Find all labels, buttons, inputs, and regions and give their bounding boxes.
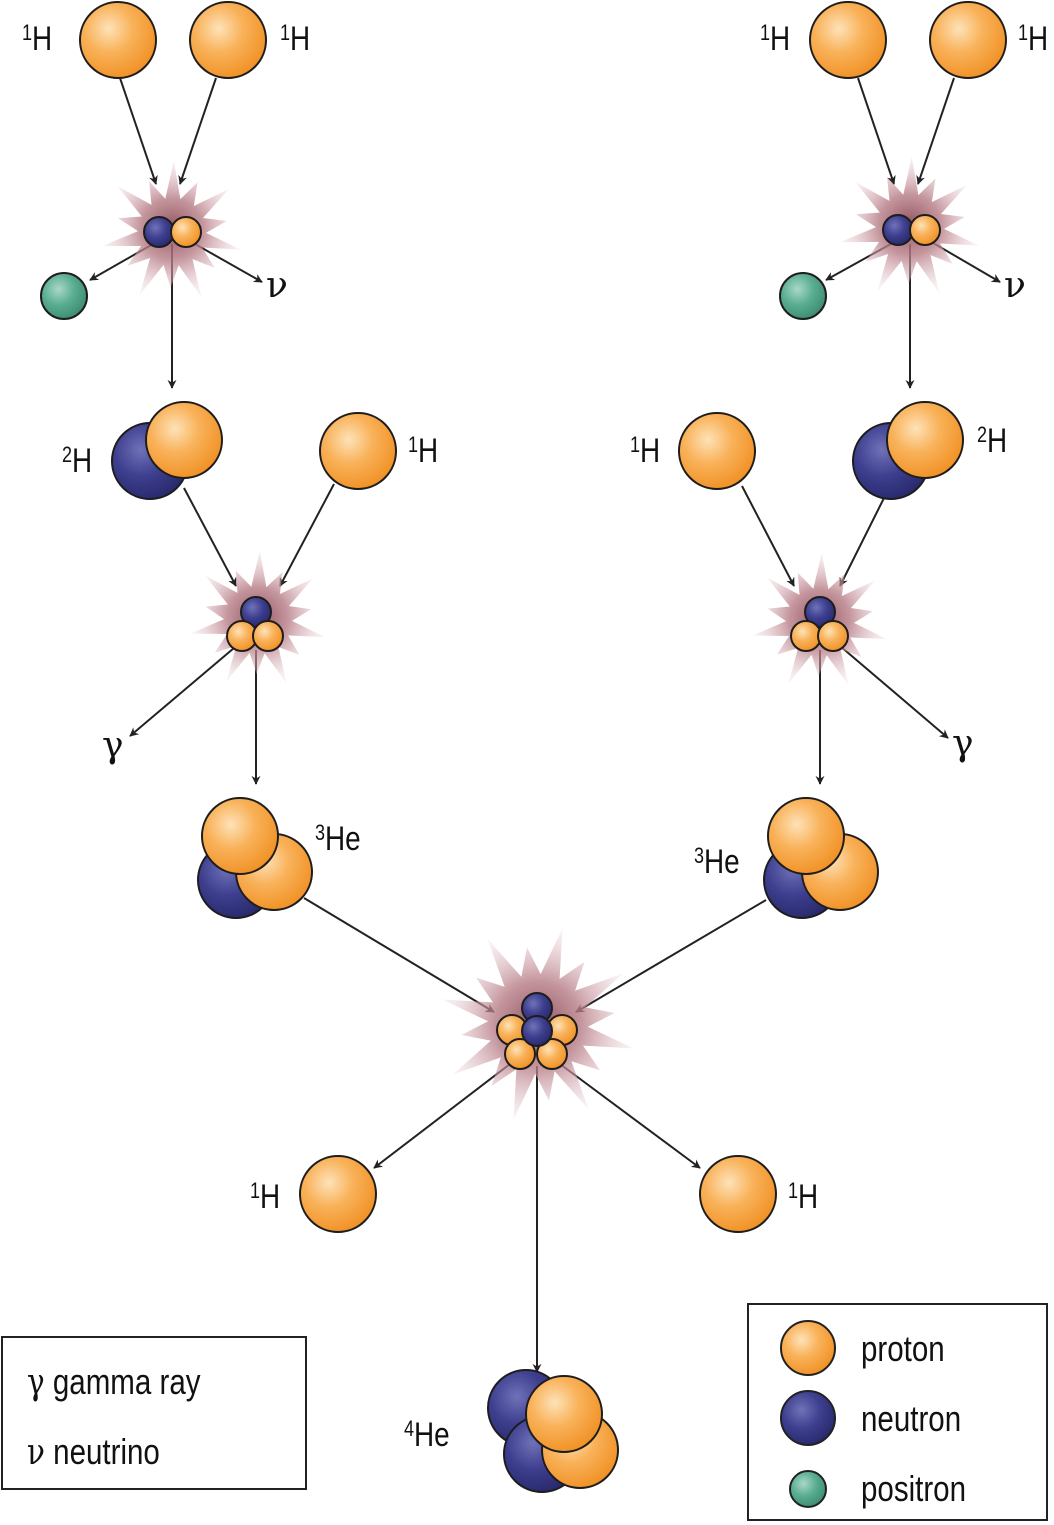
reaction3-proton-bottom-right xyxy=(536,1038,568,1070)
neutrino-symbol-left: ν xyxy=(266,265,288,306)
proton-h1-top-left-b xyxy=(189,1,267,79)
reaction2-right-proton-b xyxy=(817,620,849,652)
proton-h1-top-right-a xyxy=(809,1,887,79)
label-h1-top-right-b: 1H xyxy=(1018,20,1049,58)
h1-mid-left-proton xyxy=(319,412,397,490)
legend-label-positron: positron xyxy=(861,1468,967,1509)
arrow-gamma-left xyxy=(129,647,235,737)
gamma-symbol-left: γ xyxy=(102,725,124,766)
reaction3-neutron-center xyxy=(521,1015,553,1047)
neutrino-symbol-right: ν xyxy=(1004,265,1026,306)
arrow-gamma-right xyxy=(839,645,949,739)
legend-neutron-swatch xyxy=(780,1390,836,1446)
reaction3-proton-bottom-left xyxy=(504,1038,536,1070)
arrow-he3-left-to-reaction3 xyxy=(303,897,495,1013)
arrow-h1-b-to-reaction1-left xyxy=(178,77,217,185)
label-h2-left: 2H xyxy=(62,442,93,480)
arrow-h1-mid-right-to-reaction2 xyxy=(741,485,795,587)
he4-proton-a xyxy=(525,1375,603,1453)
arrow-h2-right-to-reaction2 xyxy=(839,493,887,587)
proton-h1-out-right xyxy=(699,1155,777,1233)
arrow-to-h1-out-left xyxy=(373,1063,511,1169)
proton-h1-top-right-b xyxy=(929,1,1007,79)
h2-left-proton xyxy=(145,401,223,479)
arrow-he3-right-to-reaction3 xyxy=(575,899,767,1013)
arrow-h1-a-to-reaction1-left xyxy=(119,77,158,185)
label-h1-top-left-a: 1H xyxy=(22,20,53,58)
positron-right xyxy=(779,272,827,320)
he3-left-proton-a xyxy=(201,797,279,875)
label-h1-top-left-b: 1H xyxy=(280,20,311,58)
legend-label-proton: proton xyxy=(861,1328,945,1369)
label-h1-mid-left: 1H xyxy=(408,432,439,470)
reaction2-right-proton-a xyxy=(790,620,822,652)
positron-left xyxy=(40,272,88,320)
label-he4: 4He xyxy=(404,1416,450,1454)
label-h1-mid-right: 1H xyxy=(630,432,661,470)
legend-particles: proton neutron positron xyxy=(747,1303,1048,1521)
legend-proton-swatch xyxy=(780,1320,836,1376)
reaction1-left-neutron xyxy=(143,216,175,248)
label-h2-right: 2H xyxy=(977,422,1008,460)
arrow-to-h1-out-right xyxy=(559,1063,701,1169)
label-h1-top-right-a: 1H xyxy=(760,20,791,58)
label-h1-out-right: 1H xyxy=(788,1178,819,1216)
h2-right-proton xyxy=(886,401,964,479)
reaction1-right-neutron xyxy=(882,214,914,246)
arrow-h2-left-to-reaction2 xyxy=(183,487,237,587)
reaction1-left-proton xyxy=(170,216,202,248)
legend-label-neutron: neutron xyxy=(861,1398,962,1439)
label-he3-right: 3He xyxy=(694,843,740,881)
h1-mid-right-proton xyxy=(678,412,756,490)
legend-item-gamma: γ gamma ray xyxy=(27,1361,201,1403)
gamma-symbol-right: γ xyxy=(952,723,974,764)
label-he3-left: 3He xyxy=(315,820,361,858)
legend-particle-swatches xyxy=(780,1320,836,1508)
arrow-h1-b-to-reaction1-right xyxy=(916,77,955,185)
legend-symbols: γ gamma ray ν neutrino xyxy=(1,1336,307,1490)
he3-right-proton-a xyxy=(767,797,845,875)
legend-positron-swatch xyxy=(789,1470,827,1508)
arrow-h1-a-to-reaction1-right xyxy=(857,77,896,185)
legend-item-neutrino: ν neutrino xyxy=(27,1431,160,1473)
reaction1-right-proton xyxy=(909,214,941,246)
reaction2-left-proton-b xyxy=(252,620,284,652)
arrow-h1-mid-left-to-reaction2 xyxy=(279,483,335,587)
proton-h1-out-left xyxy=(299,1155,377,1233)
label-h1-out-left: 1H xyxy=(250,1178,281,1216)
proton-h1-top-left-a xyxy=(79,1,157,79)
